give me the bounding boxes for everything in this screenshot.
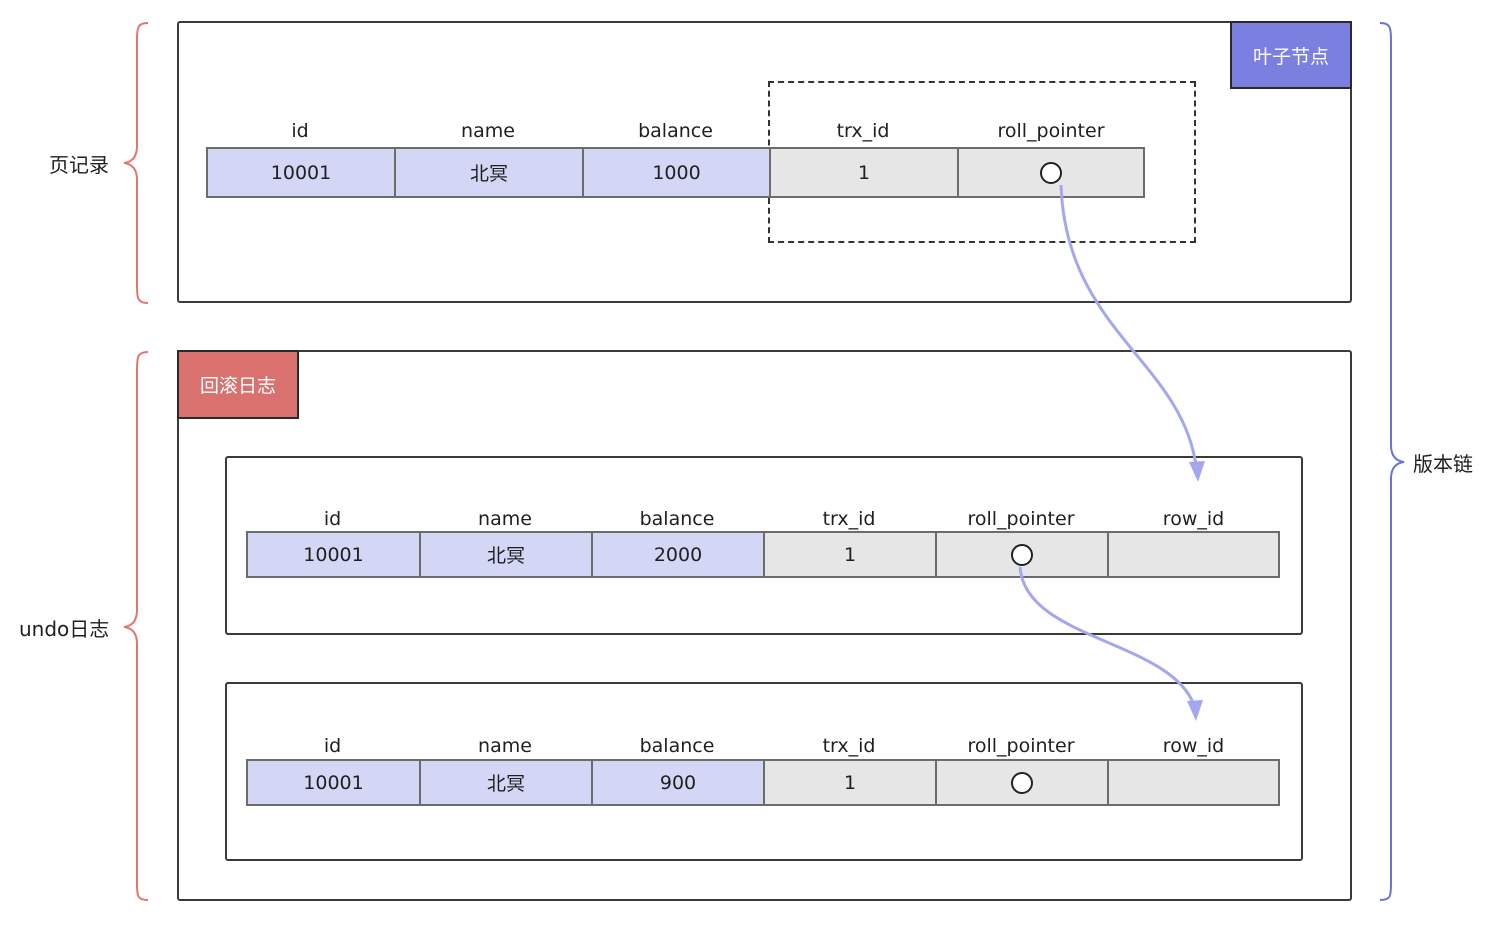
undo1-to-undo2-arrowhead	[1187, 700, 1203, 721]
leaf-to-undo1-arrow	[1059, 184, 1198, 466]
roll-pointer-circle-icon	[1040, 161, 1062, 184]
undo2-header-id: id	[323, 735, 342, 757]
undo1-to-undo2-arrow	[1018, 566, 1196, 706]
undo1-cell-row-id	[1107, 531, 1280, 578]
roll-pointer-circle-icon	[1011, 543, 1033, 566]
roll-pointer-circle-icon	[1011, 771, 1033, 794]
undo1-cell-balance: 2000	[591, 531, 765, 578]
leaf-cell-roll-pointer	[957, 147, 1145, 198]
undo2-header-roll-pointer: roll_pointer	[967, 735, 1075, 757]
undo2-cell-roll-pointer	[935, 759, 1109, 806]
undo2-header-trx-id: trx_id	[822, 735, 876, 757]
undo1-header-trx-id: trx_id	[822, 508, 876, 530]
leaf-header-id: id	[291, 120, 309, 142]
leaf-cell-trx-id: 1	[769, 147, 959, 198]
page-records-brace	[123, 22, 149, 304]
leaf-node-tag: 叶子节点	[1230, 21, 1352, 89]
leaf-header-roll-pointer: roll_pointer	[997, 120, 1105, 142]
undo2-cell-name: 北冥	[419, 759, 593, 806]
leaf-cell-name: 北冥	[394, 147, 584, 198]
leaf-to-undo1-arrowhead	[1189, 461, 1205, 482]
undo1-cell-id: 10001	[246, 531, 421, 578]
version-chain-brace	[1379, 22, 1405, 901]
undo1-header-id: id	[323, 508, 342, 530]
undo1-header-row-id: row_id	[1162, 508, 1225, 530]
undo1-cell-name: 北冥	[419, 531, 593, 578]
undo2-cell-row-id	[1107, 759, 1280, 806]
version-chain-label: 版本链	[1413, 452, 1473, 476]
undo2-header-row-id: row_id	[1162, 735, 1225, 757]
undo2-cell-balance: 900	[591, 759, 765, 806]
leaf-header-trx-id: trx_id	[836, 120, 890, 142]
undo2-cell-trx-id: 1	[763, 759, 937, 806]
leaf-header-balance: balance	[638, 120, 713, 142]
undo2-header-balance: balance	[639, 735, 715, 757]
undo1-header-roll-pointer: roll_pointer	[967, 508, 1075, 530]
undo-log-brace	[123, 351, 149, 901]
leaf-header-name: name	[461, 120, 515, 142]
leaf-cell-id: 10001	[206, 147, 396, 198]
undo1-header-name: name	[478, 508, 532, 530]
undo-log-label: undo日志	[19, 617, 110, 641]
undo2-cell-id: 10001	[246, 759, 421, 806]
undo1-header-balance: balance	[639, 508, 715, 530]
rollback-log-tag: 回滚日志	[177, 350, 299, 419]
undo2-header-name: name	[478, 735, 532, 757]
page-records-label: 页记录	[49, 153, 109, 177]
leaf-cell-balance: 1000	[582, 147, 771, 198]
